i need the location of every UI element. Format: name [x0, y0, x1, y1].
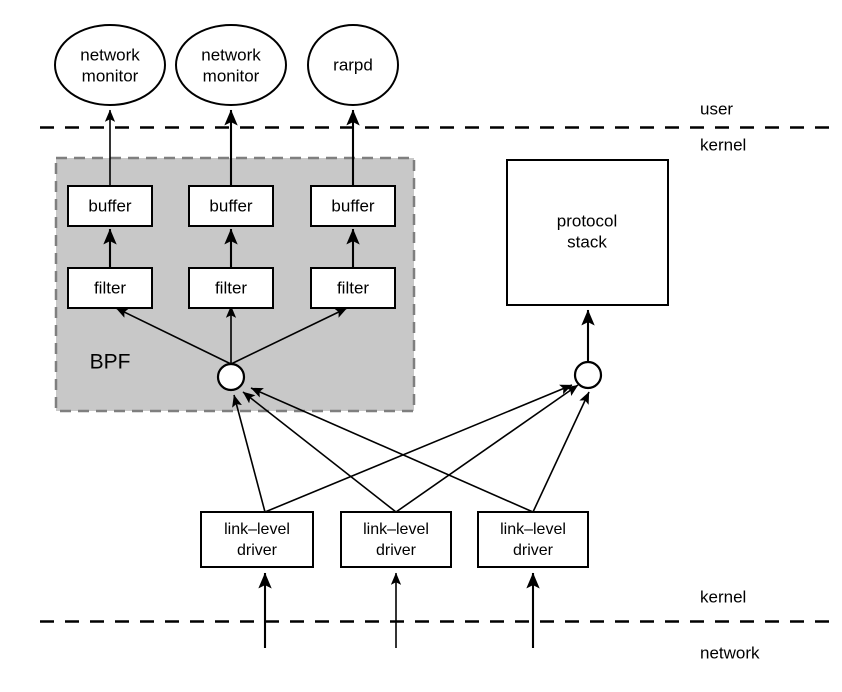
driver-label-2-line1: link–level — [363, 521, 429, 538]
protocol-stack-label-line1: protocol — [557, 211, 617, 230]
connector-driver-1-to-stack — [264, 384, 573, 513]
application-label-2-line1: network — [201, 45, 261, 64]
protocol-stack-box — [506, 159, 669, 306]
driver-label-3-line1: link–level — [500, 521, 566, 538]
filter-node-2[interactable]: filter — [188, 267, 274, 309]
driver-box-2 — [340, 511, 452, 568]
filter-node-1[interactable]: filter — [67, 267, 153, 309]
buffer-node-1[interactable]: buffer — [67, 185, 153, 227]
bpf-region-label: BPF — [90, 351, 131, 374]
application-node-1[interactable]: network monitor — [54, 24, 166, 106]
buffer-label-1: buffer — [88, 196, 132, 215]
buffer-label-2: buffer — [209, 196, 253, 215]
buffer-label-3: buffer — [331, 196, 375, 215]
connector-bpf-to-filter-1 — [115, 307, 232, 365]
zone-label-kernel-top: kernel — [700, 135, 746, 154]
connector-driver-3-to-bpf — [250, 387, 534, 513]
filter-label-2: filter — [215, 278, 247, 297]
driver-node-2[interactable]: link–level driver — [340, 511, 452, 568]
buffer-box-3 — [310, 185, 396, 227]
application-label-1-line1: network — [80, 45, 140, 64]
protocol-stack-node[interactable]: protocol stack — [506, 159, 669, 306]
buffer-box-1 — [67, 185, 153, 227]
filter-box-1 — [67, 267, 153, 309]
driver-label-1-line1: link–level — [224, 521, 290, 538]
connector-driver-1-to-bpf — [232, 394, 266, 513]
filter-box-3 — [310, 267, 396, 309]
zone-label-kernel-bottom: kernel — [700, 587, 746, 606]
zone-label-user: user — [700, 99, 733, 118]
connector-driver-2-to-stack — [395, 384, 579, 513]
driver-label-2-line2: driver — [376, 542, 417, 559]
driver-node-3[interactable]: link–level driver — [477, 511, 589, 568]
application-label-2-line2: monitor — [203, 66, 260, 85]
application-label-1-line2: monitor — [82, 66, 139, 85]
bpf-tap-junction[interactable] — [216, 362, 246, 392]
filter-label-1: filter — [94, 278, 126, 297]
filter-box-2 — [188, 267, 274, 309]
driver-box-3 — [477, 511, 589, 568]
driver-box-1 — [200, 511, 314, 568]
protocol-stack-label-line2: stack — [567, 232, 607, 251]
buffer-node-2[interactable]: buffer — [188, 185, 274, 227]
zone-label-network: network — [700, 643, 760, 662]
driver-node-1[interactable]: link–level driver — [200, 511, 314, 568]
driver-label-3-line2: driver — [513, 542, 554, 559]
filter-label-3: filter — [337, 278, 369, 297]
filter-node-3[interactable]: filter — [310, 267, 396, 309]
application-label-3-line1: rarpd — [333, 55, 373, 74]
application-node-2[interactable]: network monitor — [175, 24, 287, 106]
application-ellipse-3 — [307, 24, 399, 106]
connector-driver-2-to-bpf — [242, 391, 397, 513]
buffer-box-2 — [188, 185, 274, 227]
protocol-stack-junction[interactable] — [573, 360, 603, 390]
application-node-3[interactable]: rarpd — [307, 24, 399, 106]
connector-driver-3-to-stack — [532, 391, 590, 513]
driver-label-1-line2: driver — [237, 542, 278, 559]
application-ellipse-2 — [175, 24, 287, 106]
buffer-node-3[interactable]: buffer — [310, 185, 396, 227]
connector-bpf-to-filter-3 — [230, 307, 348, 365]
application-ellipse-1 — [54, 24, 166, 106]
